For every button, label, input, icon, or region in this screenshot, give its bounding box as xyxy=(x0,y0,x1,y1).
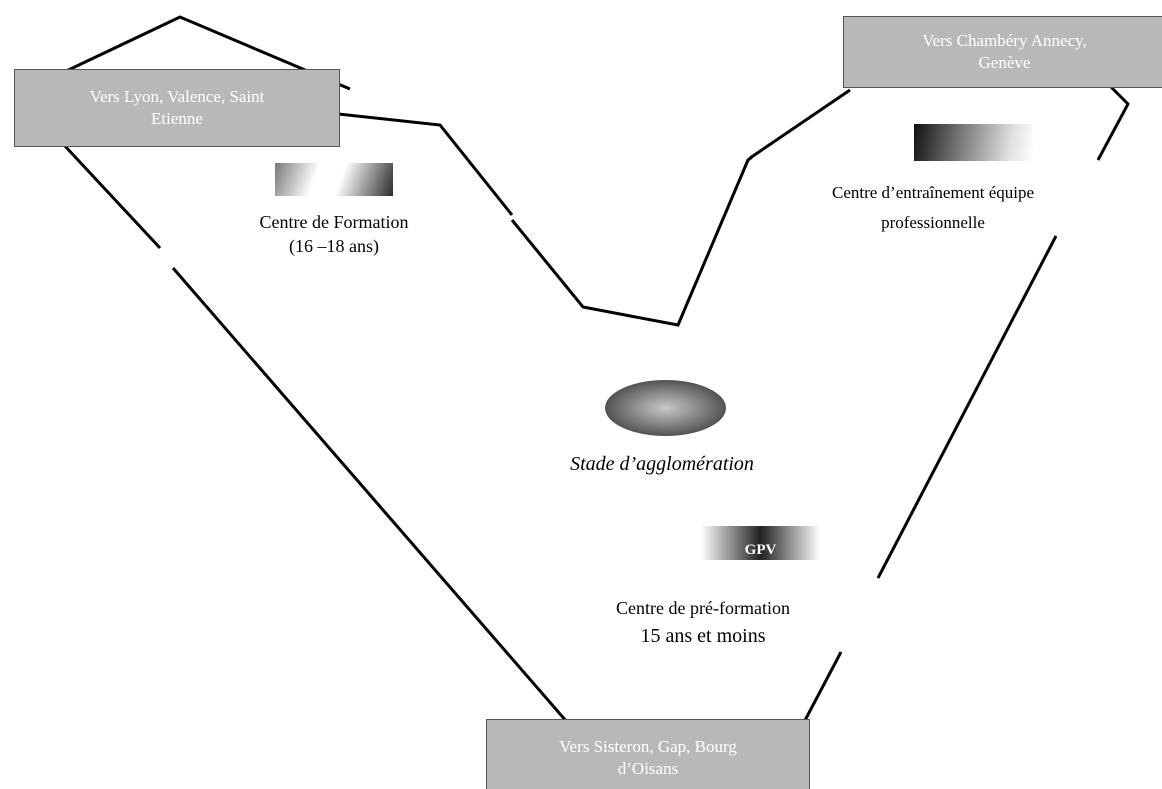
outline-right-lower-a xyxy=(876,235,1058,579)
gpv-marker: GPV xyxy=(701,526,820,560)
outline-left-outer-b xyxy=(171,267,569,723)
formation-center-name: Centre de Formation xyxy=(259,212,409,232)
gpv-marker-text: GPV xyxy=(744,542,777,558)
stadium-marker xyxy=(605,380,726,436)
destination-chambery-line1: Vers Chambéry Annecy, xyxy=(922,31,1087,50)
destination-box-chambery: Vers Chambéry Annecy, Genève xyxy=(843,16,1162,88)
pro-training-center-marker xyxy=(914,124,1033,161)
pro-training-center-line2: professionnelle xyxy=(881,213,985,232)
preformation-center-ages: 15 ans et moins xyxy=(640,625,766,647)
destination-lyon-line2: Etienne xyxy=(151,109,203,128)
destination-sisteron-line2: d’Oisans xyxy=(617,759,679,778)
preformation-center-name: Centre de pré-formation xyxy=(616,598,790,618)
formation-center-label: Centre de Formation (16 –18 ans) xyxy=(220,210,448,258)
outline-left-outer-a xyxy=(62,143,162,250)
outline-top-left-peak xyxy=(21,15,351,94)
destination-lyon-line1: Vers Lyon, Valence, Saint xyxy=(89,87,265,106)
stadium-label: Stade d’agglomération xyxy=(570,453,754,475)
pro-training-center-label: Centre d’entraînement équipe professionn… xyxy=(773,178,1093,238)
formation-center-marker xyxy=(275,163,393,196)
outline-right-peak xyxy=(1096,84,1130,161)
preformation-center-label: Centre de pré-formation 15 ans et moins xyxy=(558,594,848,650)
destination-chambery-line2: Genève xyxy=(978,53,1031,72)
outline-left-ridge xyxy=(319,110,514,216)
destination-box-sisteron: Vers Sisteron, Gap, Bourg d’Oisans xyxy=(486,719,810,789)
outline-right-ridge xyxy=(749,88,851,160)
pro-training-center-line1: Centre d’entraînement équipe xyxy=(831,183,1035,202)
outline-valley-floor xyxy=(510,155,753,327)
outline-right-lower-b xyxy=(800,651,843,727)
formation-center-ages: (16 –18 ans) xyxy=(289,236,379,256)
destination-sisteron-line1: Vers Sisteron, Gap, Bourg xyxy=(559,737,737,756)
destination-box-lyon: Vers Lyon, Valence, Saint Etienne xyxy=(14,69,340,147)
